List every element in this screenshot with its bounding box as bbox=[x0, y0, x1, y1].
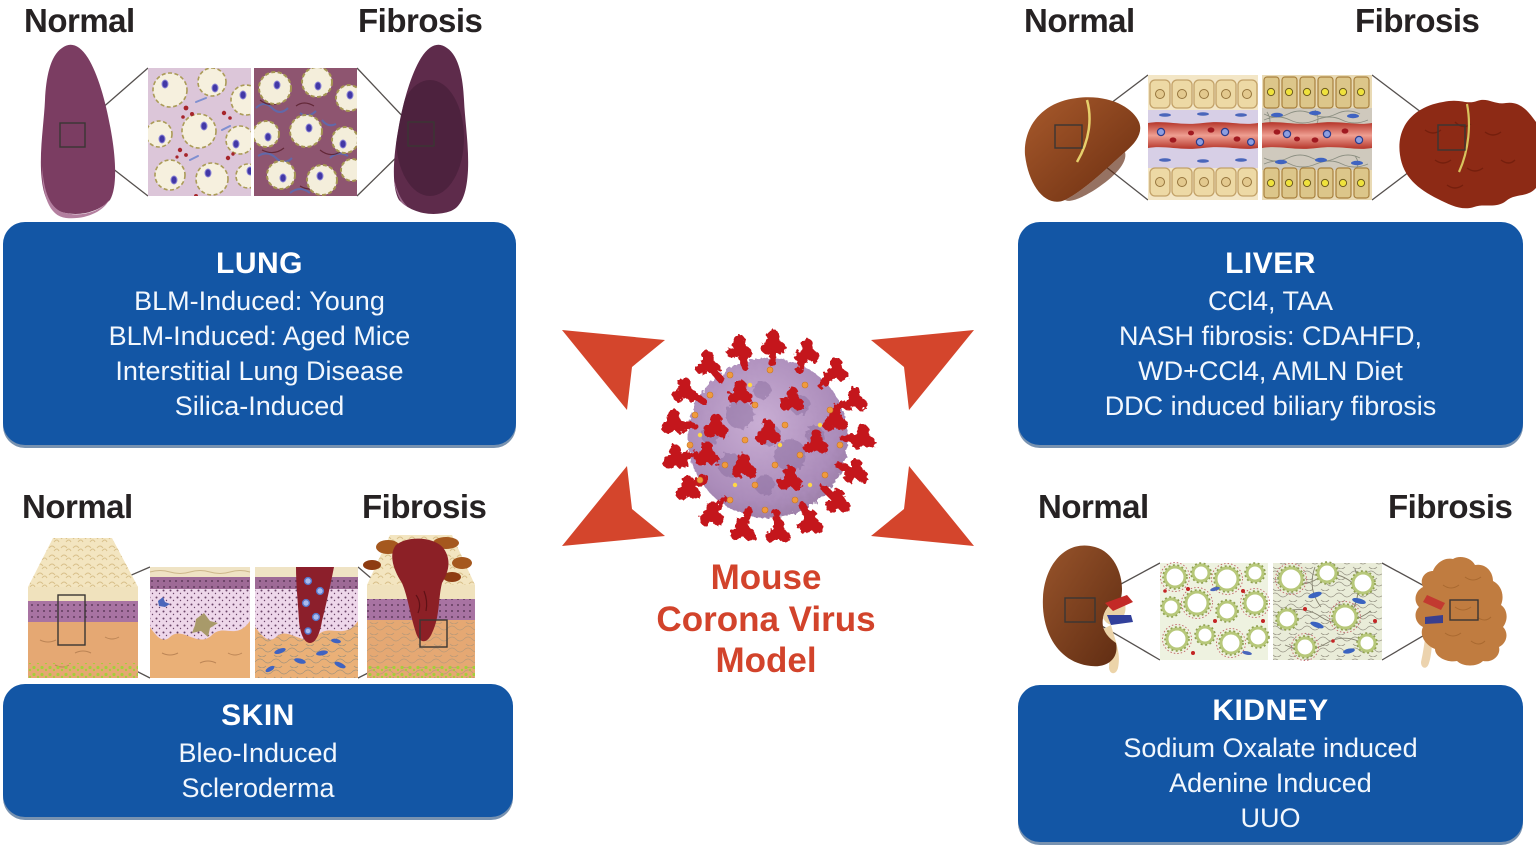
kidney-normal-organ bbox=[1042, 545, 1133, 674]
fibroblasts bbox=[265, 638, 346, 673]
liver-normal-organ bbox=[1024, 97, 1141, 202]
mouse-corona-virus-graphic bbox=[562, 329, 974, 546]
lung-fibrosis-organ bbox=[393, 44, 469, 214]
skin-fibrosis-histology bbox=[255, 567, 358, 678]
arrows bbox=[562, 330, 974, 546]
lung-normal-label: Normal bbox=[24, 2, 135, 39]
kidney-fibrosis-label: Fibrosis bbox=[1388, 488, 1513, 525]
lung-illustration bbox=[40, 44, 469, 219]
skin-fibrosis-organ bbox=[363, 535, 475, 678]
kidney-panel-item: Sodium Oxalate induced bbox=[1123, 733, 1418, 763]
liver-fibrosis-zoom-box bbox=[1437, 124, 1466, 151]
skin-panel: SKIN Bleo-Induced Scleroderma bbox=[3, 684, 513, 817]
caption-line-1: Mouse bbox=[710, 558, 822, 597]
lung-normal-organ bbox=[40, 44, 116, 219]
liver-fibrosis-label: Fibrosis bbox=[1355, 2, 1480, 39]
lung-panel-title: LUNG bbox=[216, 246, 303, 280]
skin-panel-item: Scleroderma bbox=[181, 772, 335, 803]
lung-panel: LUNG BLM-Induced: Young BLM-Induced: Age… bbox=[3, 222, 516, 445]
kidney-normal-zoom-box bbox=[1064, 597, 1096, 623]
kidney-fibrosis-zoom-box bbox=[1449, 599, 1479, 621]
lung-panel-item: Silica-Induced bbox=[174, 390, 345, 421]
kidney-illustration bbox=[1042, 545, 1507, 674]
membrane-proteins bbox=[686, 366, 844, 514]
center-caption: Mouse Corona Virus Model bbox=[593, 557, 939, 682]
kidney-normal-histology bbox=[1160, 562, 1270, 660]
caption-line-2: Corona Virus bbox=[656, 599, 876, 639]
kidney-fibrosis-histology bbox=[1273, 561, 1382, 661]
kidney-panel-title: KIDNEY bbox=[1212, 694, 1329, 727]
skin-normal-histology bbox=[149, 567, 251, 678]
skin-normal-zoom-box bbox=[57, 594, 86, 646]
liver-fibrosis-histology bbox=[1262, 75, 1372, 200]
coronavirus-icon bbox=[661, 329, 876, 543]
skin-panel-title: SKIN bbox=[221, 698, 295, 732]
caption-line-3: Model bbox=[715, 641, 817, 680]
lung-fibrosis-histology bbox=[254, 68, 357, 196]
arrow-bottom-left-icon bbox=[562, 466, 665, 546]
skin-fibrosis-zoom-box bbox=[419, 619, 448, 648]
liver-panel-item: NASH fibrosis: CDAHFD, bbox=[1118, 320, 1423, 351]
liver-illustration bbox=[1024, 74, 1536, 209]
kidney-panel-item: Adenine Induced bbox=[1169, 768, 1372, 798]
liver-normal-histology bbox=[1148, 75, 1258, 200]
arrow-bottom-right-icon bbox=[871, 466, 974, 546]
liver-panel: LIVER CCl4, TAA NASH fibrosis: CDAHFD, W… bbox=[1018, 222, 1523, 445]
envelope-proteins bbox=[697, 382, 823, 488]
skin-illustration bbox=[28, 535, 475, 679]
lung-fibrosis-zoom-box bbox=[407, 121, 435, 147]
lung-panel-item: BLM-Induced: Young bbox=[134, 285, 385, 316]
lung-normal-histology bbox=[148, 68, 251, 196]
liver-panel-item: WD+CCl4, AMLN Diet bbox=[1138, 355, 1403, 386]
arrow-top-left-icon bbox=[562, 330, 665, 410]
lung-panel-item: BLM-Induced: Aged Mice bbox=[108, 320, 411, 351]
liver-panel-item: CCl4, TAA bbox=[1207, 285, 1334, 316]
liver-panel-item: DDC induced biliary fibrosis bbox=[1104, 390, 1437, 421]
skin-fibrosis-label: Fibrosis bbox=[362, 488, 487, 525]
skin-normal-organ bbox=[28, 538, 138, 678]
kidney-fibrosis-organ bbox=[1415, 557, 1507, 668]
liver-fibrosis-organ bbox=[1399, 99, 1536, 209]
liver-panel-title: LIVER bbox=[1225, 246, 1316, 280]
kidney-panel: KIDNEY Sodium Oxalate induced Adenine In… bbox=[1018, 685, 1523, 842]
kidney-normal-label: Normal bbox=[1038, 488, 1149, 525]
arrow-top-right-icon bbox=[871, 330, 974, 410]
skin-normal-label: Normal bbox=[22, 488, 133, 525]
lung-normal-zoom-box bbox=[59, 122, 86, 148]
kidney-zoom-lines bbox=[1094, 562, 1451, 661]
liver-normal-label: Normal bbox=[1024, 2, 1135, 39]
lung-fibrosis-label: Fibrosis bbox=[358, 2, 483, 39]
skin-panel-item: Bleo-Induced bbox=[178, 737, 338, 768]
lung-panel-item: Interstitial Lung Disease bbox=[115, 355, 404, 386]
liver-normal-zoom-box bbox=[1054, 124, 1083, 149]
kidney-panel-item: UUO bbox=[1240, 803, 1301, 833]
